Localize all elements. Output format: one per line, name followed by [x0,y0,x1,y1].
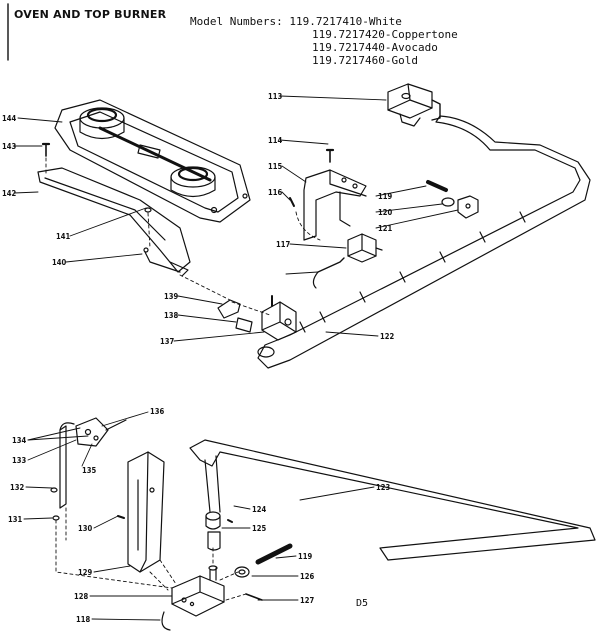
guide-line [296,212,320,240]
screw-116 [290,198,294,206]
part-label-125: 125 [252,524,267,533]
part-label-135: 135 [82,466,97,475]
part-label-136: 136 [150,407,165,416]
lead-wire-178 [313,258,344,288]
model-numbers-heading: Model Numbers: [190,15,283,28]
model-number-row: 119.7217420-Coppertone [312,28,458,41]
valve-bracket-115 [304,150,366,240]
page-code: D5 [356,598,369,609]
lead-wire-118 [162,612,170,630]
part-label-118-bottom: 118 [76,615,91,624]
part-label-142: 142 [2,189,17,198]
part-label-123: 123 [376,483,391,492]
regulator-113 [388,84,440,126]
part-label-133: 133 [12,456,27,465]
part-label-139: 139 [164,292,179,301]
fitting-126 [235,567,249,577]
model-number-row: 119.7217460-Gold [312,54,418,67]
model-numbers-block: Model Numbers: 119.7217410-White 119.721… [190,15,458,67]
part-label-119-bottom: 119 [298,552,313,561]
part-label-114: 114 [268,136,283,145]
part-label-124: 124 [252,505,267,514]
valve-117 [348,234,382,262]
part-label-122: 122 [380,332,395,341]
burner-valve-group [218,296,296,340]
part-label-113: 113 [268,92,283,101]
oven-burner-123 [190,440,595,560]
part-label-115: 115 [268,162,283,171]
part-label-130: 130 [78,524,93,533]
part-label-121: 121 [378,224,393,233]
manifold-pipe-122 [258,116,590,368]
part-label-138: 138 [164,311,179,320]
orifice-124-125 [208,520,232,550]
oven-valve-128 [172,566,224,616]
pilot-tube-132 [51,423,74,520]
part-label-120: 120 [378,208,393,217]
flash-tube-140 [144,248,180,272]
part-label-140: 140 [52,258,67,267]
diagram-title: OVEN AND TOP BURNER [14,8,167,21]
top-burner-assembly [55,100,250,222]
burner-support-bracket [38,168,190,276]
part-label-137: 137 [160,337,175,346]
part-label-132: 132 [10,483,25,492]
part-label-141: 141 [56,232,71,241]
part-label-131: 131 [8,515,23,524]
guide-lines-top [46,158,270,315]
screw-127 [246,594,262,600]
part-label-129: 129 [78,568,93,577]
screw-143 [43,144,49,156]
fitting-group-119-121 [428,182,478,218]
model-number-row: 119.7217440-Avocado [312,41,438,54]
pilot-assembly-136 [76,418,126,446]
model-number-row: 119.7217410-White [289,15,402,28]
guide-lines-bottom [56,508,246,600]
nut-141 [145,208,151,212]
part-label-117: 117 [276,240,291,249]
part-label-134: 134 [12,436,27,445]
part-label-143: 143 [2,142,17,151]
part-label-126: 126 [300,572,315,581]
part-label-119-top: 119 [378,192,393,201]
rod-119 [258,546,290,562]
part-label-128: 128 [74,592,89,601]
part-label-116: 116 [268,188,283,197]
part-label-144: 144 [2,114,17,123]
part-label-127: 127 [300,596,315,605]
leader-lines [14,96,458,620]
shield-129 [118,452,164,572]
